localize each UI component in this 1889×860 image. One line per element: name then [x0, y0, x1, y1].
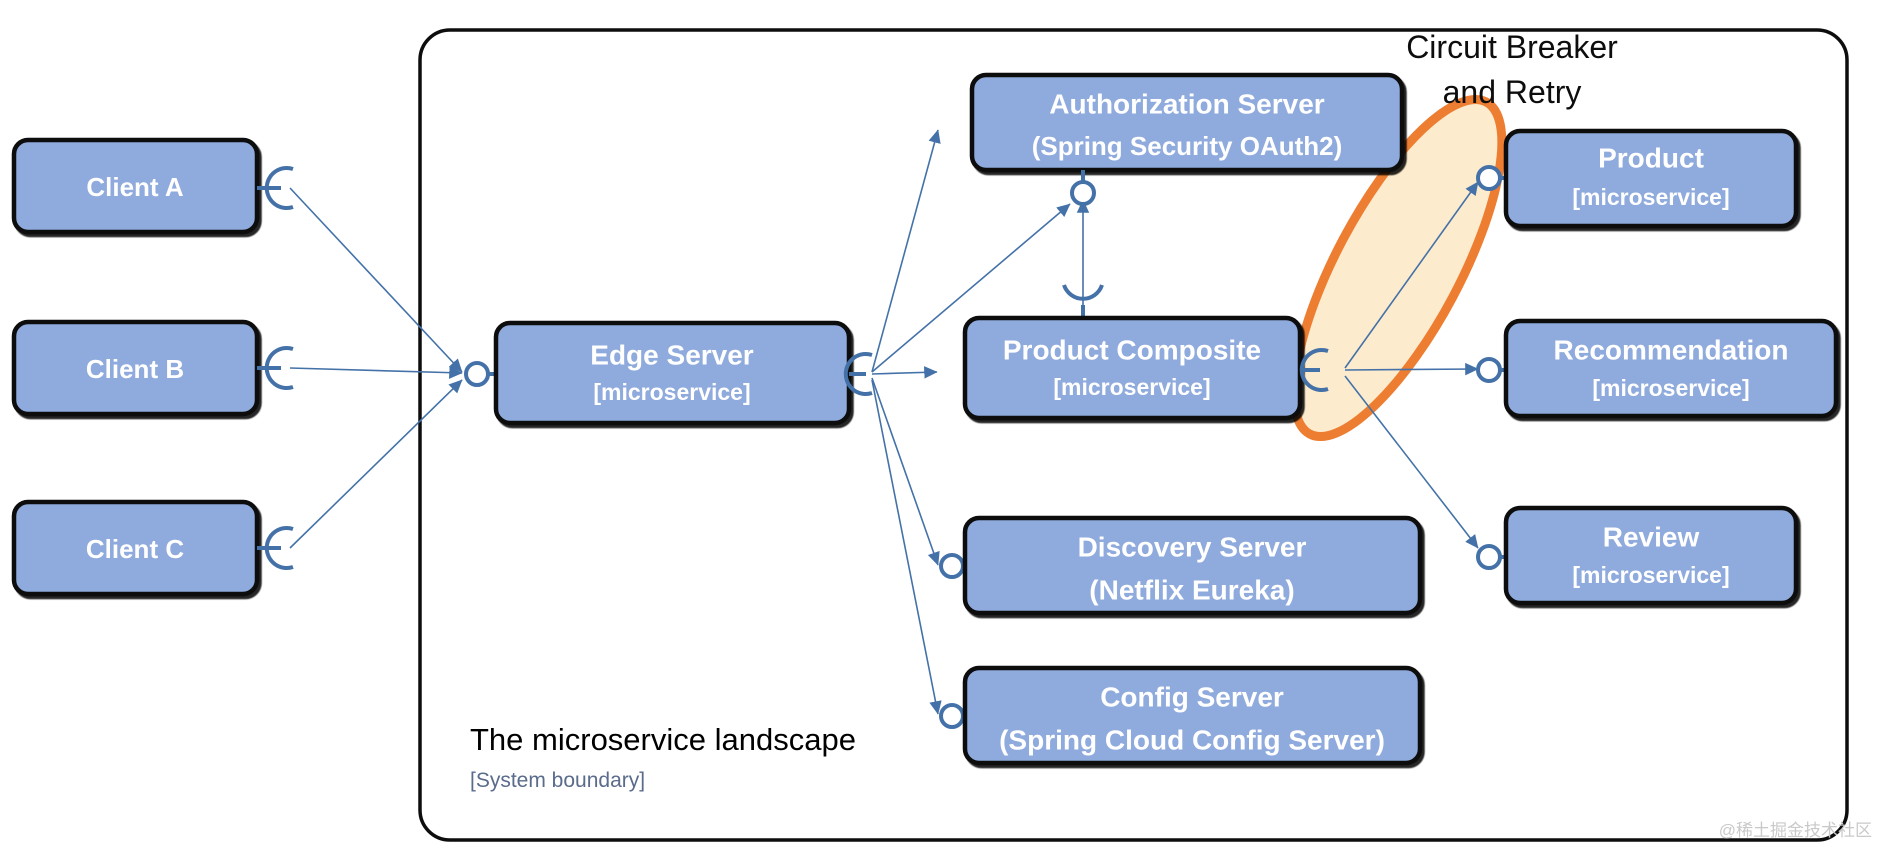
client-c-node[interactable]: Client C	[11, 499, 294, 597]
client-c-label: Client C	[86, 534, 184, 564]
product-composite-node[interactable]: Product Composite [microservice]	[962, 284, 1329, 421]
edge-to-auth-line	[871, 129, 941, 373]
recommendation-node[interactable]: Recommendation [microservice]	[1476, 318, 1839, 419]
config-server-subtitle: (Spring Cloud Config Server)	[999, 724, 1385, 755]
discovery-server-title: Discovery Server	[1078, 531, 1307, 562]
system-boundary	[418, 28, 1849, 842]
review-subtitle: [microservice]	[1572, 562, 1729, 588]
edge-server-node[interactable]: Edge Server [microservice]	[464, 320, 873, 426]
circuit-breaker-ellipse	[1289, 94, 1507, 442]
product-node[interactable]: Product [microservice]	[1476, 128, 1799, 229]
review-ball-connector	[1476, 544, 1502, 570]
authorization-server-ball-connector	[1070, 170, 1096, 206]
edge-client-a-line	[289, 187, 463, 373]
composite-to-recommendation-line	[1344, 362, 1479, 376]
boundary-subtitle: [System boundary]	[470, 769, 645, 792]
connector-lines	[289, 129, 1479, 715]
recommendation-ball-connector	[1476, 357, 1502, 383]
config-server-node[interactable]: Config Server (Spring Cloud Config Serve…	[939, 665, 1423, 766]
authorization-server-title: Authorization Server	[1049, 88, 1324, 119]
edge-to-discovery-line	[871, 377, 940, 566]
circuit-breaker-line-2: and Retry	[1443, 74, 1582, 110]
config-server-ball-connector	[939, 703, 965, 729]
discovery-server-node[interactable]: Discovery Server (Netflix Eureka)	[939, 515, 1423, 616]
product-ball-connector	[1476, 165, 1502, 191]
review-node[interactable]: Review [microservice]	[1476, 505, 1799, 606]
authorization-server-node[interactable]: Authorization Server (Spring Security OA…	[969, 72, 1405, 206]
client-a-label: Client A	[86, 172, 183, 202]
edge-to-auth-ball-line	[871, 203, 1071, 373]
client-c-socket-connector	[257, 526, 294, 570]
watermark: @稀土掘金技术社区	[1719, 821, 1872, 840]
authorization-server-subtitle: (Spring Security OAuth2)	[1032, 131, 1343, 161]
edge-to-config-line	[871, 379, 942, 715]
composite-to-review-line	[1344, 375, 1479, 549]
discovery-server-ball-connector	[939, 553, 965, 579]
edge-to-composite-line	[871, 366, 938, 379]
recommendation-title: Recommendation	[1554, 334, 1789, 365]
composite-to-product-line	[1344, 181, 1479, 369]
discovery-server-subtitle: (Netflix Eureka)	[1089, 574, 1294, 605]
product-title: Product	[1598, 142, 1704, 173]
edge-client-b-line	[289, 366, 463, 379]
circuit-breaker-annotation: Circuit Breaker and Retry	[1406, 29, 1618, 110]
boundary-title: The microservice landscape	[470, 722, 856, 757]
client-b-node[interactable]: Client B	[11, 319, 294, 417]
boundary-caption: The microservice landscape [System bound…	[470, 722, 856, 792]
product-composite-subtitle: [microservice]	[1053, 374, 1210, 400]
product-subtitle: [microservice]	[1572, 184, 1729, 210]
client-b-label: Client B	[86, 354, 184, 384]
edge-client-c-line	[289, 379, 463, 549]
client-a-node[interactable]: Client A	[11, 137, 294, 235]
edge-server-socket-connector	[843, 352, 873, 396]
edge-server-subtitle: [microservice]	[593, 379, 750, 405]
edge-server-title: Edge Server	[590, 339, 754, 370]
config-server-title: Config Server	[1100, 681, 1284, 712]
recommendation-subtitle: [microservice]	[1592, 375, 1749, 401]
client-a-socket-connector	[257, 166, 294, 210]
edge-server-ball-connector	[464, 361, 490, 387]
product-composite-title: Product Composite	[1003, 334, 1261, 365]
circuit-breaker-line-1: Circuit Breaker	[1406, 29, 1618, 65]
review-title: Review	[1603, 521, 1700, 552]
product-composite-socket-right	[1299, 348, 1329, 392]
client-b-socket-connector	[257, 346, 294, 390]
